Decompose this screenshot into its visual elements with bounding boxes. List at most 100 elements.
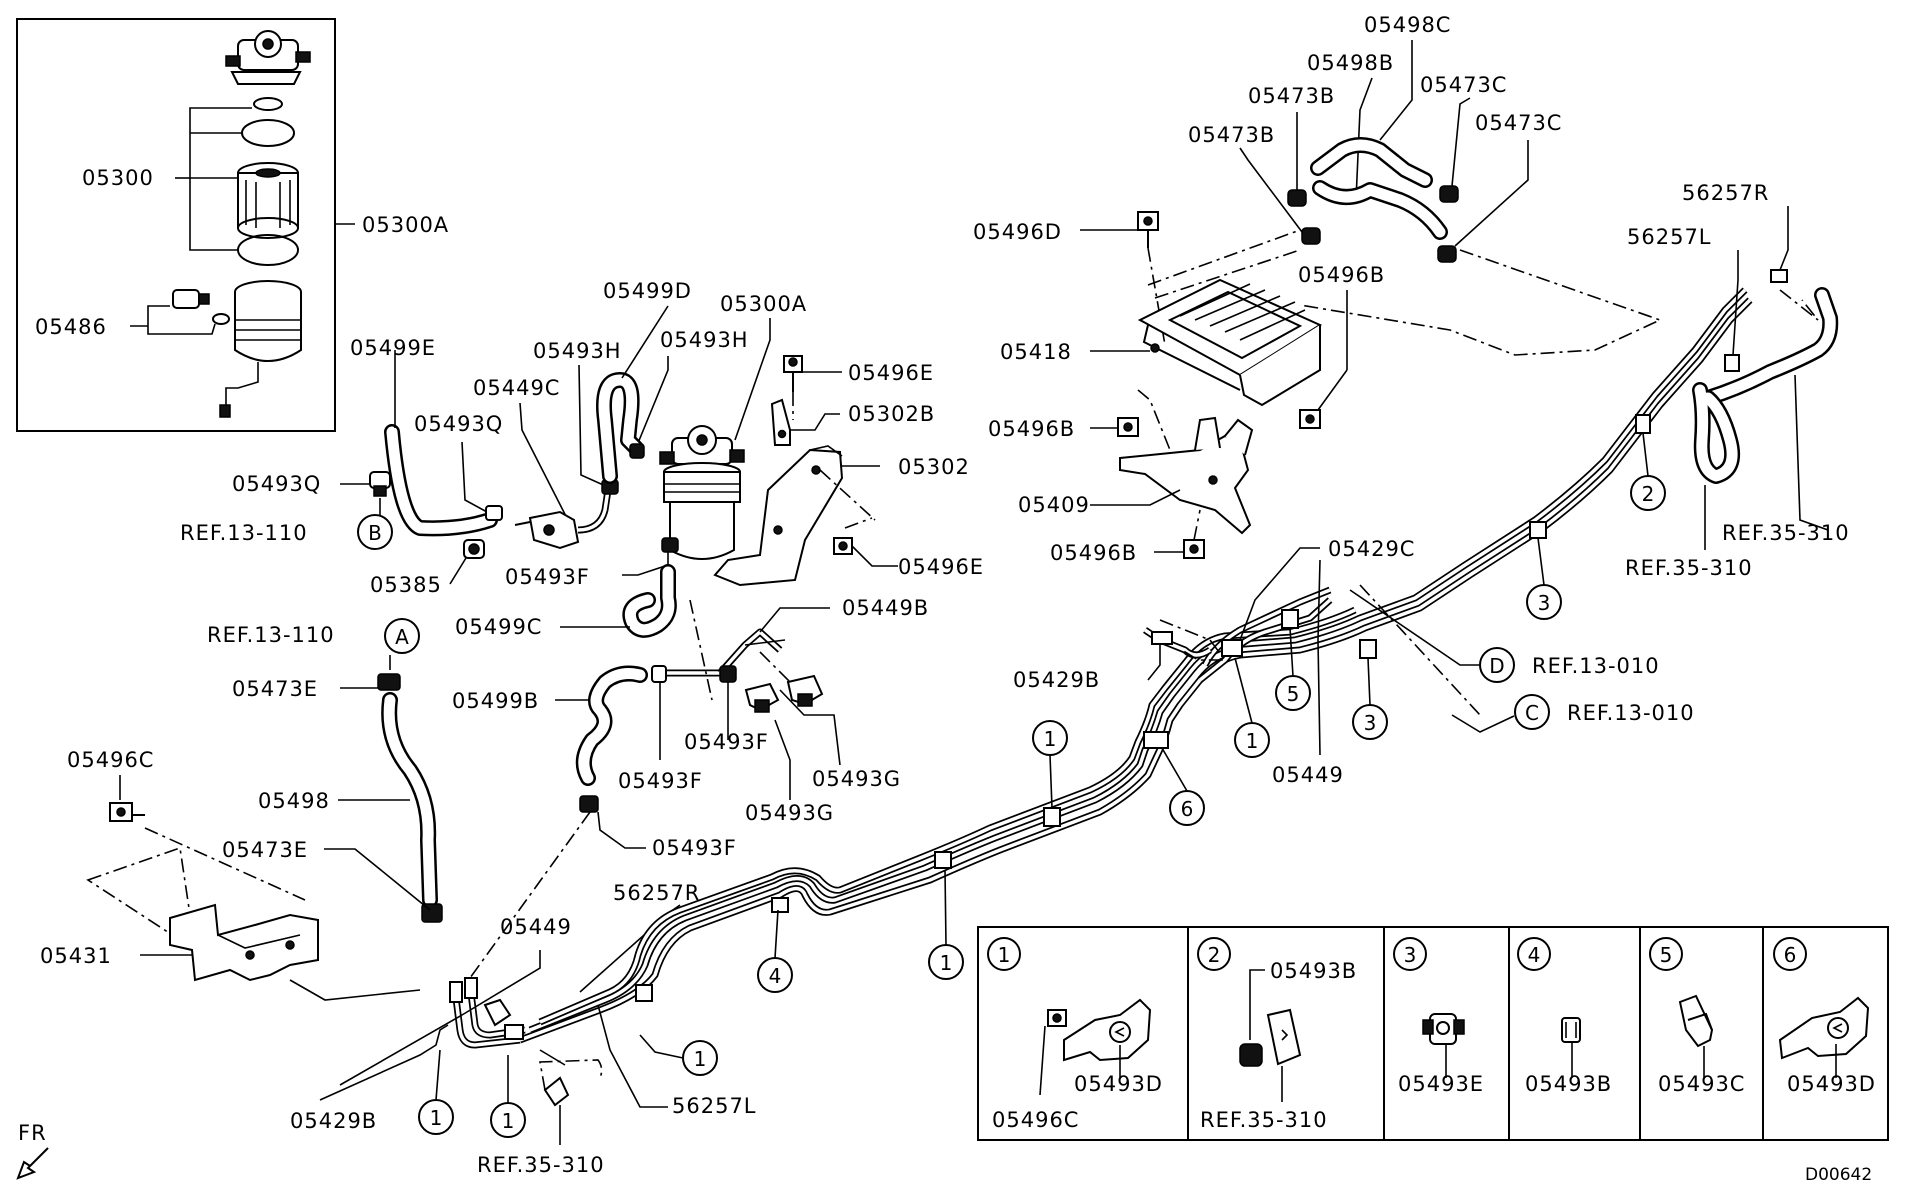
bracket-lower-ref	[539, 1059, 603, 1107]
detail-1-number: 1	[998, 943, 1011, 967]
pipe-branch-05429	[1143, 586, 1333, 683]
label-05493F-right: 05493F	[684, 730, 769, 754]
label-05300: 05300	[82, 166, 154, 190]
bolt-05496D	[1137, 211, 1159, 248]
circle-letter-c	[1514, 694, 1550, 730]
front-direction-indicator: FR	[16, 1121, 49, 1180]
bracket-05302	[713, 445, 844, 587]
label-05449-lower: 05449	[500, 915, 572, 939]
circle-letter-a-text: A	[395, 625, 409, 649]
label-05429C: 05429C	[1328, 537, 1415, 561]
hose-05499C	[622, 564, 677, 638]
label-05499E: 05499E	[350, 336, 436, 360]
label-05473C-upper: 05473C	[1420, 73, 1507, 97]
circle-letter-a	[384, 618, 420, 654]
label-05302B: 05302B	[848, 402, 935, 426]
diagram-code: D00642	[1805, 1165, 1872, 1185]
label-05300A: 05300A	[362, 213, 449, 237]
detail-5-clamp	[1678, 994, 1714, 1048]
label-05493G-upper: 05493G	[812, 767, 901, 791]
clip-1-f: 1	[1246, 729, 1259, 753]
detail-4-clamp	[1561, 1017, 1581, 1043]
detail-2-clamp	[1239, 1008, 1302, 1067]
label-56257L-right: 56257L	[1627, 225, 1712, 249]
label-05496C: 05496C	[67, 748, 154, 772]
clip-callouts: 1 1 1 4 1 1 6 1 5 3 3 2	[418, 432, 1666, 1138]
label-05493F-lower: 05493F	[652, 836, 737, 860]
clip-4: 4	[769, 964, 782, 988]
clip-5: 5	[1287, 682, 1300, 706]
ref-35-310-right-a: REF.35-310	[1722, 521, 1850, 545]
detail-3-part: 05493E	[1398, 1072, 1484, 1096]
label-05499D: 05499D	[603, 279, 692, 303]
fr-arrow-icon	[16, 1147, 49, 1180]
label-05496E-top: 05496E	[848, 361, 934, 385]
bolt-05496E-lower	[833, 537, 853, 555]
bolt-05496C	[109, 802, 145, 822]
label-05493H-right: 05493H	[660, 328, 749, 352]
detail-3-clamp	[1422, 1013, 1465, 1045]
ref-13-110-b: REF.13-110	[180, 521, 308, 545]
label-56257R-lower: 56257R	[613, 881, 700, 905]
detail-4-part: 05493B	[1525, 1072, 1612, 1096]
label-05473B-lower: 05473B	[1188, 123, 1275, 147]
clip-1-b: 1	[430, 1106, 443, 1130]
label-05449B: 05449B	[842, 596, 929, 620]
detail-1-bolt	[1047, 1009, 1067, 1027]
ref-35-310-lower: REF.35-310	[477, 1153, 605, 1177]
label-05418: 05418	[1000, 340, 1072, 364]
label-05449C: 05449C	[473, 376, 560, 400]
clip-detail-table: 1 05496C 05493D 2 05493B REF.35-310 3	[977, 926, 1889, 1141]
label-05486: 05486	[35, 315, 107, 339]
detail-5-part: 05493C	[1658, 1072, 1745, 1096]
detail-5-number: 5	[1660, 943, 1673, 967]
hose-05499B	[575, 665, 648, 786]
pipe-05449B	[665, 628, 786, 677]
clip-1-e: 1	[1044, 727, 1057, 751]
label-05429B-right: 05429B	[1013, 668, 1100, 692]
clamp-05493G-b	[786, 674, 824, 707]
clamp-05493Q-left	[369, 471, 391, 497]
detail-6-number: 6	[1784, 943, 1797, 967]
clip-2: 2	[1642, 482, 1655, 506]
fitting-05429B-right	[1151, 631, 1173, 645]
label-05473B-upper: 05473B	[1248, 84, 1335, 108]
label-05496B-right: 05496B	[1298, 263, 1385, 287]
detail-1-clamp	[1063, 998, 1152, 1062]
detail-6-clamp	[1778, 996, 1870, 1060]
label-05493F-upper: 05493F	[505, 565, 590, 589]
bracket-05302B	[770, 398, 791, 446]
hose-05498C	[1310, 137, 1433, 188]
hose-05498B	[1312, 180, 1448, 240]
bolt-05496E-top	[783, 355, 803, 392]
hose-right-a	[1700, 287, 1839, 406]
clip-1-d: 1	[940, 951, 953, 975]
detail-2-number: 2	[1208, 943, 1221, 967]
clamp-05493F-upper	[661, 537, 679, 553]
label-05499C: 05499C	[455, 615, 542, 639]
circle-letter-b-text: B	[368, 521, 382, 545]
bolt-05496B-bottom	[1183, 539, 1205, 559]
cooler-05418	[1137, 278, 1323, 407]
filter-element-shape	[237, 162, 299, 239]
detail-1-part-a: 05496C	[992, 1108, 1079, 1132]
clamp-05473C-lower	[1437, 245, 1457, 263]
detail-2-part-a: 05493B	[1270, 959, 1357, 983]
sensor-05486-shape	[172, 289, 230, 325]
clamp-05493Q-right	[485, 505, 503, 521]
label-05493F-middle: 05493F	[618, 769, 703, 793]
label-05473C-lower: 05473C	[1475, 111, 1562, 135]
ref-35-310-right-b: REF.35-310	[1625, 556, 1753, 580]
label-05429B-lower: 05429B	[290, 1109, 377, 1133]
clamp-05493F-lower	[579, 795, 599, 813]
fr-label: FR	[18, 1121, 47, 1145]
pipe-connector-05429B	[449, 977, 526, 1049]
main-fuel-pipe-bundle	[518, 287, 1753, 1044]
pipe-end-fittings	[1724, 269, 1788, 372]
filter-assembly-inset	[16, 18, 355, 432]
label-05493Q-right: 05493Q	[414, 412, 503, 436]
hose-05499D	[596, 372, 644, 484]
hose-right-b	[1692, 382, 1741, 484]
clamp-05493F-middle-b	[719, 665, 737, 683]
label-05493Q-left: 05493Q	[232, 472, 321, 496]
